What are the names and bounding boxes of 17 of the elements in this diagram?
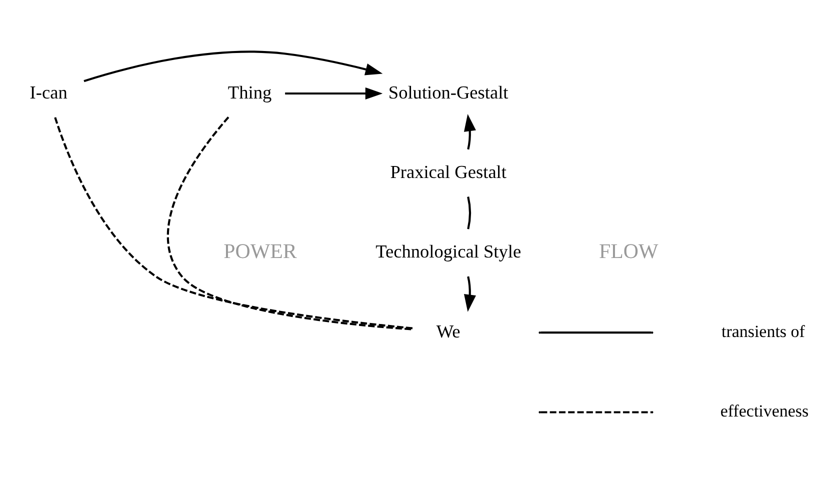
arrow [464, 113, 476, 150]
node-text: I-can [30, 82, 68, 102]
node-text: We [436, 320, 460, 341]
connector [467, 196, 471, 229]
arrow [464, 276, 476, 312]
connector [166, 116, 413, 330]
legend-label: transients of [721, 322, 805, 341]
node-text: Solution-Gestalt [388, 82, 508, 102]
legend-label: effectiveness [720, 401, 809, 420]
label: FLOW [599, 238, 658, 262]
arrow [285, 86, 383, 100]
node-text: Praxical Gestalt [390, 162, 506, 182]
arrow [84, 50, 383, 82]
node-text: Thing [228, 82, 272, 102]
connector [54, 116, 414, 329]
label: POWER [224, 238, 297, 262]
node-text: Technological Style [376, 241, 522, 262]
